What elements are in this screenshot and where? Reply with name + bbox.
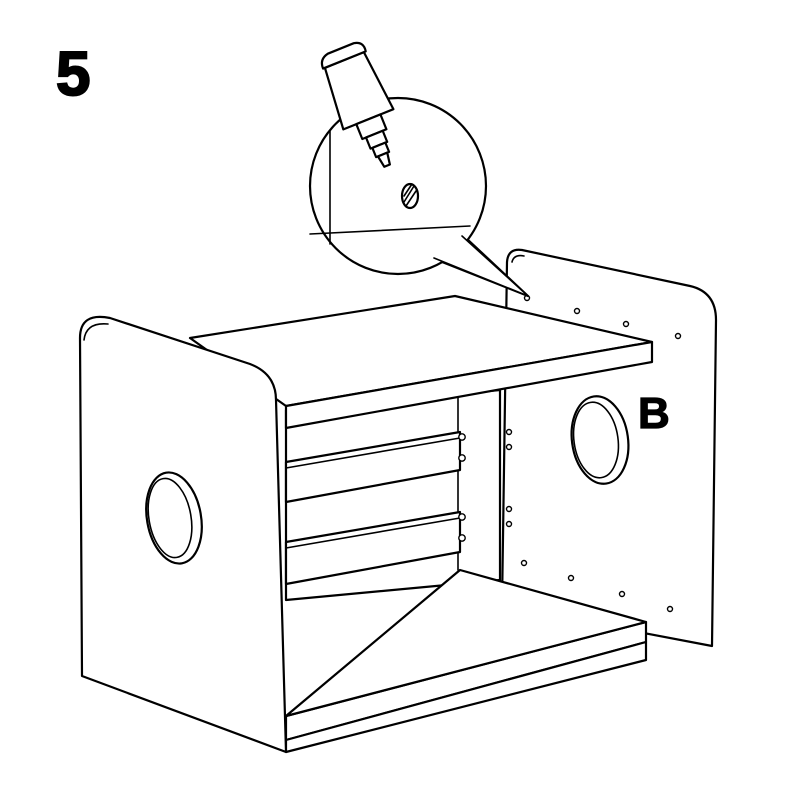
- side-panel-left: [78, 315, 288, 754]
- magnifier-callout-icon: [308, 96, 530, 298]
- left-panel-handle-hole: [145, 471, 203, 565]
- panel-b-handle-hole: [570, 395, 630, 485]
- side-panel-b: [500, 248, 718, 648]
- glue-bottle-icon: [320, 41, 395, 168]
- step-number: 5: [55, 40, 92, 109]
- lower-rail: [284, 510, 466, 586]
- glued-dowel-hole: [400, 182, 420, 210]
- bottom-shelf: [284, 568, 648, 754]
- part-label-b: B: [637, 389, 670, 438]
- upper-rail: [284, 430, 466, 504]
